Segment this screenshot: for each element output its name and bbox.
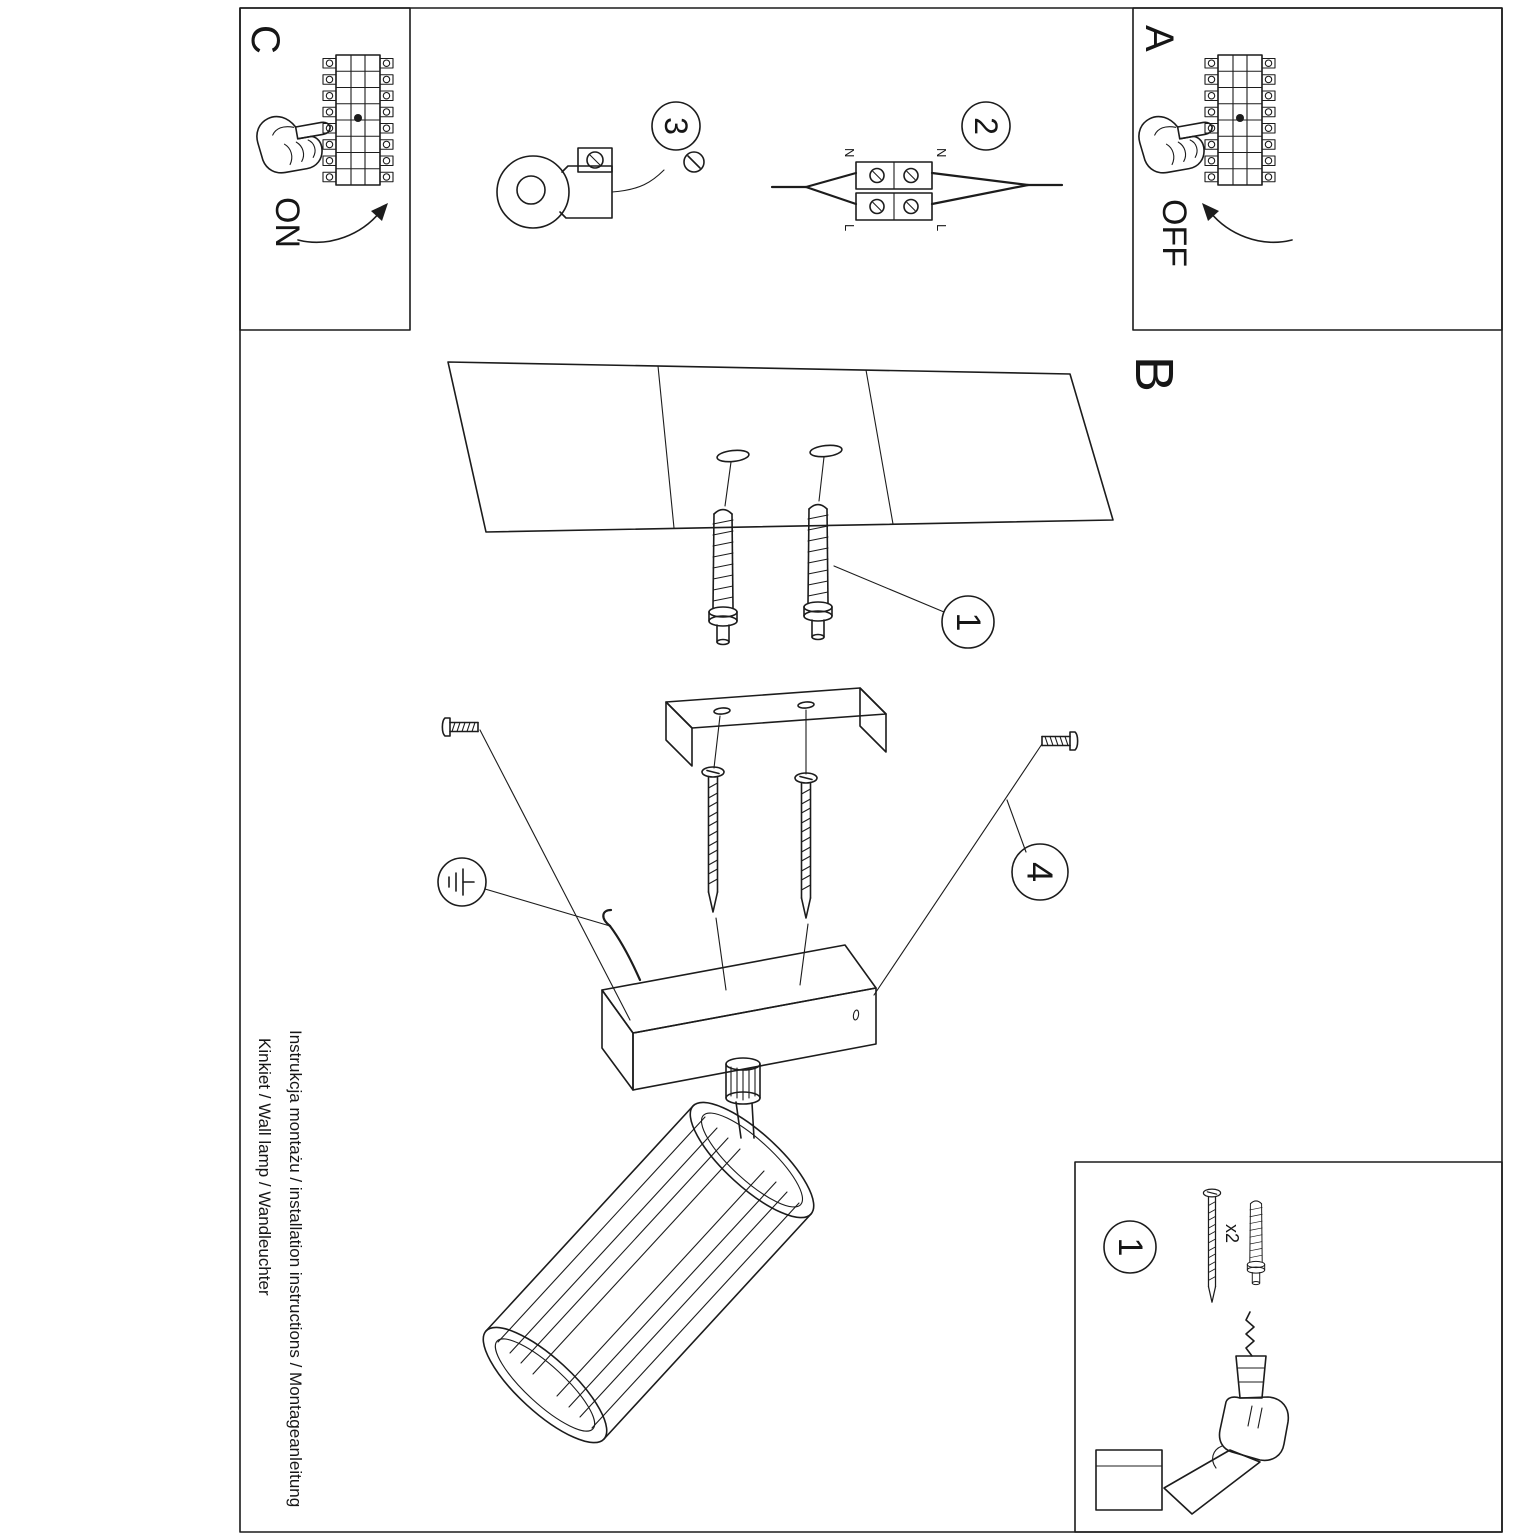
step-3: 3 bbox=[496, 101, 705, 229]
power-off-label: OFF bbox=[1155, 199, 1193, 267]
terminal-strip-icon bbox=[323, 55, 393, 185]
quantity-label: x2 bbox=[1222, 1224, 1242, 1243]
wire-connector-icon bbox=[855, 161, 933, 221]
rotate-arrow-icon bbox=[1202, 203, 1293, 244]
mount-screw-icon bbox=[701, 766, 725, 913]
side-screw-left-icon bbox=[441, 717, 479, 737]
wire-label-l-left: L bbox=[842, 224, 857, 231]
footer-line-1: Instrukcja montażu / installation instru… bbox=[286, 1030, 305, 1507]
footer-titles: Instrukcja montażu / installation instru… bbox=[255, 1030, 305, 1507]
wall-anchor-icon bbox=[803, 503, 833, 641]
mount-screw-icon bbox=[794, 772, 818, 919]
wire-label-l-right: L bbox=[934, 224, 949, 231]
panel-a-letter: A bbox=[1137, 25, 1181, 52]
callout-1-number: 1 bbox=[949, 613, 987, 632]
side-screw-right-icon bbox=[1041, 731, 1079, 751]
panel-a-box bbox=[1132, 7, 1503, 331]
callout-2-number: 2 bbox=[968, 117, 1004, 135]
ground-symbol-icon bbox=[437, 857, 487, 907]
step-2: 2 N N L L bbox=[770, 101, 1064, 231]
callout-3-number: 3 bbox=[658, 117, 694, 135]
panel-c: C ON bbox=[243, 25, 393, 248]
drill-icon bbox=[1095, 1311, 1290, 1515]
wall-panel bbox=[447, 361, 1114, 533]
parts-box bbox=[1074, 1161, 1503, 1533]
panel-a: A OFF bbox=[1134, 25, 1293, 267]
panel-c-box bbox=[239, 7, 411, 331]
anchor-part-icon bbox=[1246, 1200, 1266, 1286]
section-b-letter: B bbox=[1124, 356, 1184, 392]
wire-label-n-right: N bbox=[934, 148, 949, 157]
terminal-screw-icon bbox=[683, 151, 705, 173]
wires-icon bbox=[770, 171, 1064, 206]
wall-anchor-icon bbox=[708, 508, 738, 646]
wire-label-n-left: N bbox=[842, 148, 857, 157]
pivot-joint bbox=[725, 1057, 761, 1139]
parts-callout-number: 1 bbox=[1111, 1238, 1149, 1257]
parts-box-content: 1 x2 bbox=[1095, 1188, 1290, 1515]
lamp-base bbox=[601, 944, 877, 1091]
page-frame bbox=[239, 7, 1503, 1533]
callout-1-circle bbox=[941, 595, 995, 649]
terminal-strip-icon bbox=[1205, 55, 1275, 185]
socket-bracket-icon bbox=[496, 147, 665, 229]
callout-4-number: 4 bbox=[1020, 862, 1061, 882]
power-on-label: ON bbox=[268, 197, 306, 248]
mounting-bracket bbox=[665, 687, 887, 767]
callout-2-circle bbox=[961, 101, 1011, 151]
footer-line-2: Kinkiet / Wall lamp / Wandleuchter bbox=[255, 1038, 274, 1296]
rotate-arrow-icon bbox=[297, 203, 388, 244]
exploded-view: 1 4 bbox=[437, 361, 1114, 1444]
ground-wire bbox=[602, 908, 642, 982]
screw-part-icon bbox=[1202, 1188, 1222, 1303]
parts-callout-circle bbox=[1103, 1220, 1157, 1274]
callout-3-circle bbox=[651, 101, 701, 151]
lamp-shade bbox=[482, 1101, 815, 1444]
callout-4-circle bbox=[1011, 843, 1069, 901]
panel-c-letter: C bbox=[243, 25, 287, 54]
